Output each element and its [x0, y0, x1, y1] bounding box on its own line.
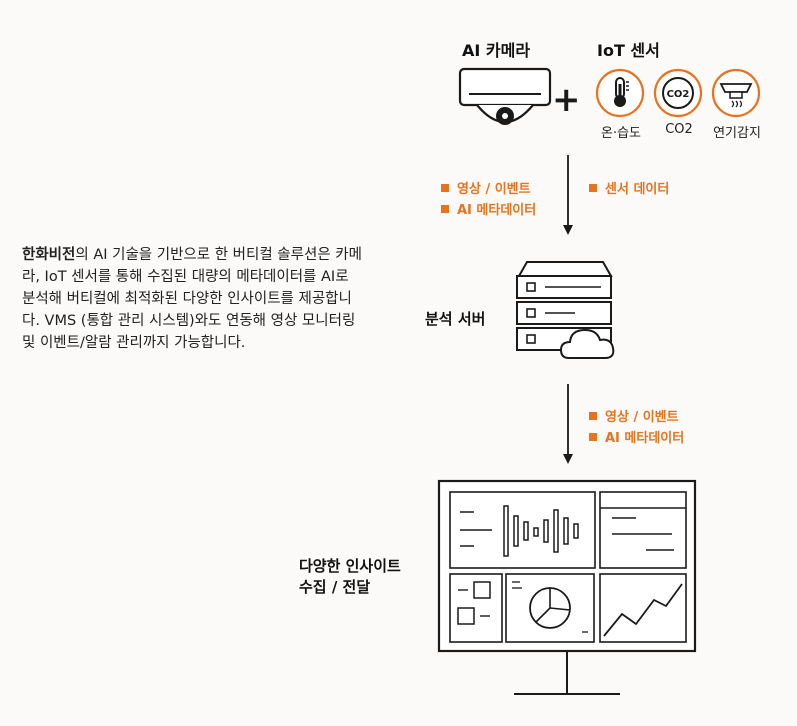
- flow2-label-ai-metadata: AI 메타데이터: [589, 427, 684, 446]
- flow-label-text: 영상 / 이벤트: [457, 182, 531, 197]
- smoke-detector-icon: [711, 68, 761, 118]
- sensor-label-smoke: 연기감지: [713, 126, 761, 141]
- insight-title-line1: 다양한 인사이트: [299, 557, 401, 575]
- insight-title: 다양한 인사이트 수집 / 전달: [299, 556, 401, 598]
- sensor-label-temperature: 온·습도: [600, 126, 641, 141]
- server-title: 분석 서버: [425, 310, 486, 328]
- orange-bullet-icon: [441, 183, 449, 192]
- co2-badge-text: CO2: [667, 89, 690, 100]
- dome-camera-icon: [458, 67, 552, 125]
- co2-icon: CO2: [653, 68, 703, 118]
- description-text: 한화비전의 AI 기술을 기반으로 한 버티컬 솔루션은 카메라, IoT 센서…: [22, 244, 362, 354]
- flow-label-sensor-data: 센서 데이터: [589, 178, 669, 197]
- iot-title: IoT 센서: [597, 41, 660, 60]
- insight-title-line2: 수집 / 전달: [299, 578, 371, 596]
- orange-bullet-icon: [589, 411, 597, 420]
- orange-bullet-icon: [589, 432, 597, 441]
- flow-label-text: AI 메타데이터: [605, 431, 685, 446]
- flow-arrow-top: [563, 155, 573, 235]
- flow-arrow-bottom: [563, 384, 573, 464]
- description-body: 의 AI 기술을 기반으로 한 버티컬 솔루션은 카메라, IoT 센서를 통해…: [22, 247, 362, 351]
- orange-bullet-icon: [441, 204, 449, 213]
- flow-label-text: 영상 / 이벤트: [605, 410, 679, 425]
- flow2-label-video-event: 영상 / 이벤트: [589, 406, 679, 425]
- plus-sign: +: [552, 80, 581, 120]
- dashboard-monitor-icon: [437, 479, 697, 695]
- flow-label-video-event: 영상 / 이벤트: [441, 178, 531, 197]
- orange-bullet-icon: [589, 183, 597, 192]
- brand-name: 한화비전: [22, 247, 76, 263]
- flow-label-text: AI 메타데이터: [457, 203, 537, 218]
- sensor-label-co2: CO2: [665, 122, 693, 137]
- flow-label-ai-metadata: AI 메타데이터: [441, 199, 536, 218]
- flow-label-text: 센서 데이터: [605, 182, 670, 197]
- camera-title: AI 카메라: [462, 41, 531, 60]
- server-icon: [516, 261, 615, 359]
- thermometer-icon: [595, 68, 645, 118]
